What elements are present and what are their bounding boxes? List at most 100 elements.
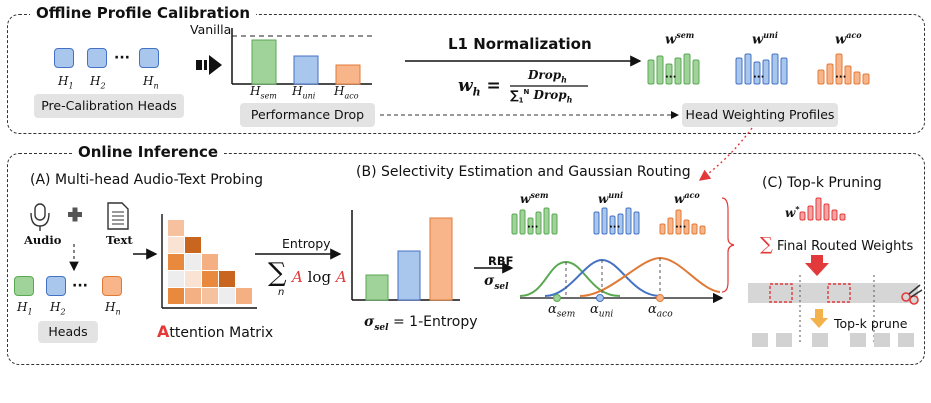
weight-bar	[823, 203, 830, 221]
attention-matrix-label: Attention Matrix	[157, 322, 274, 341]
alpha-aco: αaco	[648, 302, 673, 320]
red-down-arrow-icon	[805, 255, 829, 276]
l1-formula-numerator: Droph	[528, 68, 567, 85]
offline-head-n	[139, 48, 159, 68]
online-head-2	[46, 276, 66, 296]
weight-dots: ···	[675, 222, 686, 233]
weight-bar	[683, 53, 691, 85]
weight-bar	[853, 71, 861, 85]
weight-bar	[753, 61, 761, 85]
token-row	[748, 275, 918, 345]
weight-bar	[633, 211, 640, 235]
attention-cell	[185, 254, 201, 270]
weight-bar	[667, 217, 674, 235]
entropy-formula: ∑	[268, 258, 287, 288]
attention-cell	[168, 237, 184, 253]
weight-bar	[831, 209, 838, 221]
offline-panel	[7, 14, 925, 134]
offline-title: Offline Profile Calibration	[30, 4, 257, 22]
alpha-sem: αsem	[548, 302, 576, 320]
attention-cell	[219, 271, 235, 287]
attention-cell	[168, 271, 184, 287]
weight-bar	[601, 207, 608, 235]
scissors-icon	[901, 284, 923, 305]
weight-bar	[519, 209, 526, 235]
weight-bar	[807, 205, 814, 221]
w-star-bars	[799, 197, 846, 221]
weight-dots: ···	[665, 72, 676, 83]
weight-bar	[844, 65, 852, 85]
bar-label-aco: Haco	[334, 84, 359, 101]
online-head-label-n: Hn	[105, 300, 121, 317]
route-uni-bars: ···	[593, 207, 640, 235]
weight-bar	[656, 55, 664, 85]
entropy-formula-n: n	[278, 287, 285, 298]
bar-label-uni: Huni	[292, 84, 316, 101]
weight-bar	[683, 219, 690, 235]
audio-label: Audio	[24, 233, 62, 247]
online-head-ellipsis: ···	[72, 278, 88, 294]
weight-bar	[826, 63, 834, 85]
section-b-title: (B) Selectivity Estimation and Gaussian …	[356, 164, 691, 180]
attention-cell	[185, 237, 201, 253]
sel-bar-sem	[365, 274, 389, 301]
profile-w-uni: wuni	[752, 30, 778, 48]
online-head-n	[102, 276, 122, 296]
weight-bar	[527, 217, 534, 235]
online-panel	[7, 153, 925, 365]
weight-bar	[511, 213, 518, 235]
online-head-1	[14, 276, 34, 296]
profile-w-sem: wsem	[665, 30, 695, 48]
weight-dots: ···	[527, 222, 538, 233]
online-head-label-2: H2	[50, 300, 66, 317]
topk-prune-label: Top-k prune	[834, 316, 908, 331]
weight-dots: ···	[835, 72, 846, 83]
weight-bar	[659, 223, 666, 235]
weight-bar	[835, 53, 843, 85]
weight-bar	[665, 63, 673, 85]
l1-title: L1 Normalization	[448, 35, 592, 53]
alpha-sem-point	[553, 294, 561, 302]
weight-bar	[543, 207, 550, 235]
attention-cell	[219, 288, 235, 304]
sigma-entropy-label: σsel = 1-Entropy	[364, 314, 478, 333]
weight-bar	[691, 223, 698, 235]
pre-calibration-label: Pre-Calibration Heads	[34, 94, 184, 118]
weight-bar	[735, 57, 743, 85]
drop-bar-sem	[251, 39, 277, 85]
attention-cell	[202, 288, 218, 304]
online-title: Online Inference	[72, 143, 225, 161]
weight-bar	[674, 57, 682, 85]
attention-cell	[185, 271, 201, 287]
weight-bar	[817, 69, 825, 85]
attention-cell	[168, 220, 184, 236]
selectivity-chart	[351, 210, 460, 301]
orange-down-arrow-icon	[810, 309, 828, 328]
head-weighting-profiles-label: Head Weighting Profiles	[682, 103, 838, 127]
thick-arrow-icon	[196, 55, 222, 75]
offline-head-label-2: H2	[90, 74, 106, 91]
drop-bar-aco	[335, 64, 361, 85]
final-routed-weights-label: ∑ Final Routed Weights	[760, 234, 914, 255]
attention-matrix	[161, 214, 257, 309]
profile-aco-bars: ···	[817, 53, 870, 85]
attention-cell	[185, 288, 201, 304]
weight-bar	[617, 213, 624, 235]
attention-cell	[168, 254, 184, 270]
vanilla-label: Vanilla	[190, 22, 232, 37]
section-c-title: (C) Top-k Pruning	[762, 175, 882, 191]
weight-bar	[862, 73, 870, 85]
route-sem-bars: ···	[511, 207, 558, 235]
entropy-label: Entropy	[282, 236, 331, 251]
offline-head-dots: ···	[114, 50, 130, 66]
document-icon	[107, 202, 129, 230]
attention-cell	[202, 254, 218, 270]
l1-formula-denominator: ∑1N Droph	[510, 88, 573, 105]
weight-bar	[771, 53, 779, 85]
drop-chart	[231, 28, 372, 85]
weight-bar	[675, 209, 682, 235]
gaussian-routing-plot	[519, 256, 724, 304]
l1-formula-lhs: wh =	[458, 76, 501, 99]
alpha-uni: αuni	[590, 302, 614, 320]
